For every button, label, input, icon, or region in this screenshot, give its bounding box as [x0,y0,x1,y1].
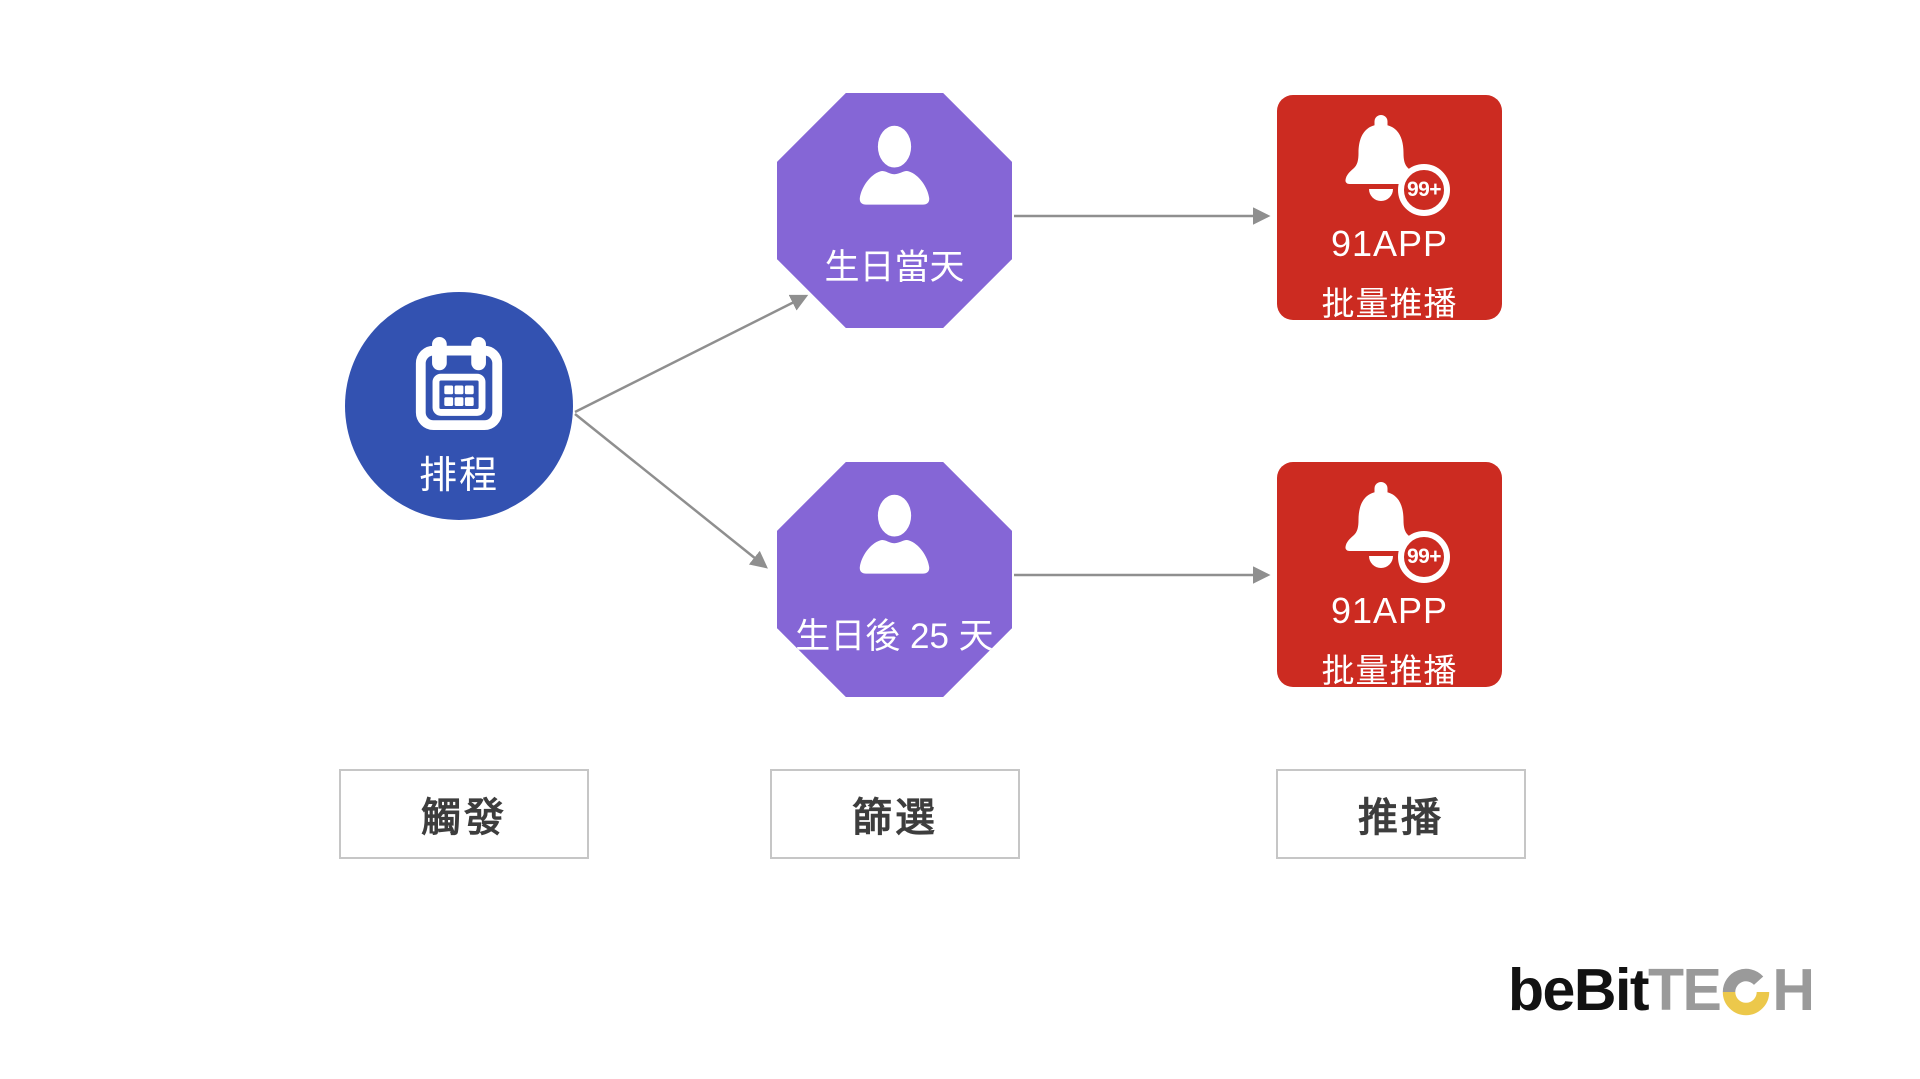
stage-label: 篩選 [852,796,938,840]
filter-node-label: 生日當天 [824,248,965,287]
push-node-title: 91APP [1330,590,1449,631]
filter-node-label: 生日後 25 天 [795,617,994,656]
logo-text-secondary-prefix: TE [1648,957,1722,1023]
stage-label: 觸發 [421,796,507,840]
arrow-trigger-to-filter-0 [574,294,809,414]
bebittech-logo: beBit TE H [1508,957,1815,1023]
stage-box-filter: 篩選 [770,769,1020,859]
push-node-title: 91APP [1330,223,1449,264]
push-node-91app-1: 99+ 91APP 批量推播 [1277,462,1502,689]
bell-icon [1345,115,1417,201]
logo-text-secondary-suffix: H [1772,957,1815,1023]
push-node-subtitle: 批量推播 [1321,285,1458,322]
logo-text-primary: beBit [1508,957,1650,1023]
stage-label: 推播 [1358,796,1444,840]
trigger-node-schedule: 排程 [345,292,573,520]
trigger-node-label: 排程 [418,455,499,497]
stage-box-trigger: 觸發 [339,769,589,859]
bell-icon [1345,482,1417,568]
person-icon [859,125,930,205]
push-node-91app-0: 99+ 91APP 批量推播 [1277,95,1502,322]
person-icon [859,494,930,574]
notification-badge: 99+ [1398,531,1450,583]
stage-box-push: 推播 [1276,769,1526,859]
logo-c-mark-icon [1723,968,1770,1016]
filter-node-birthday-plus-25: 生日後 25 天 [777,462,1012,697]
calendar-icon [415,336,503,431]
arrow-trigger-to-filter-1 [574,413,768,569]
push-node-subtitle: 批量推播 [1321,652,1458,689]
notification-badge: 99+ [1398,164,1450,216]
filter-node-birthday: 生日當天 [777,93,1012,328]
